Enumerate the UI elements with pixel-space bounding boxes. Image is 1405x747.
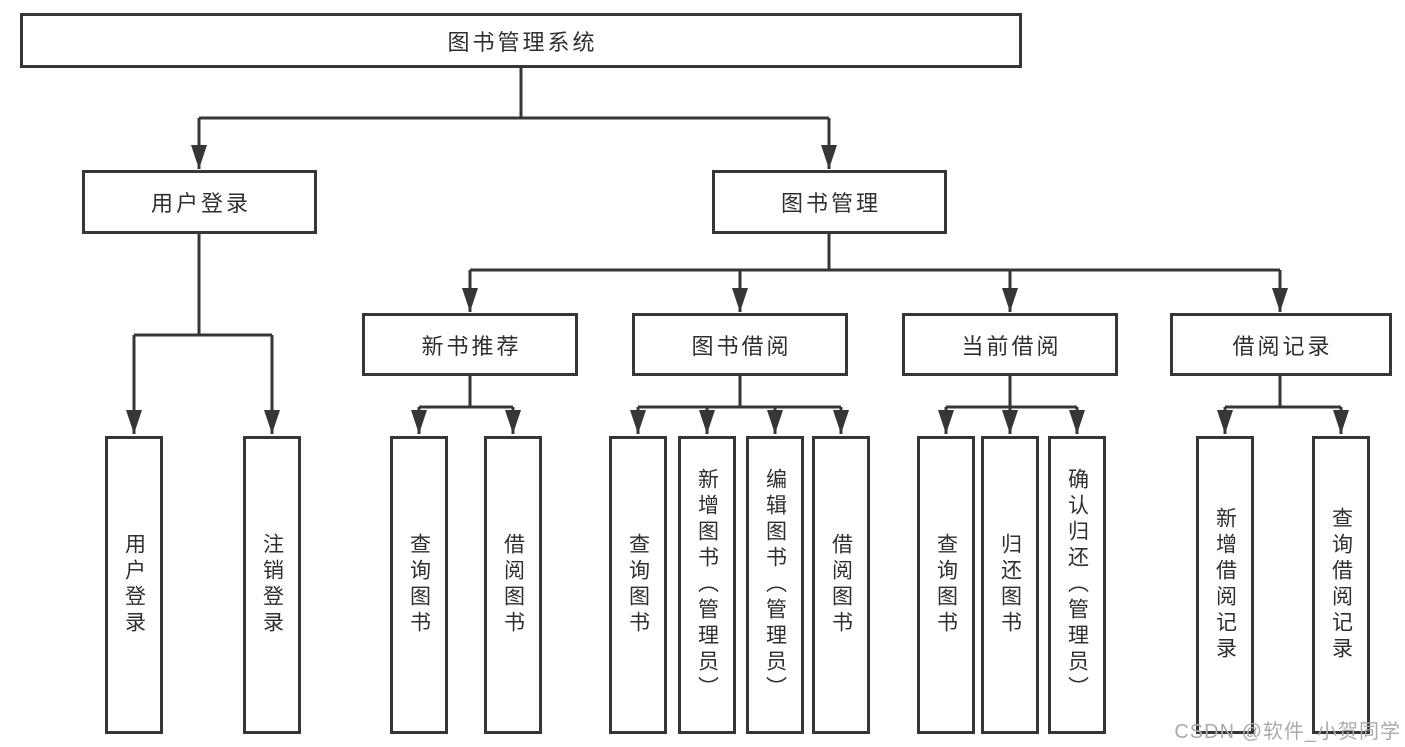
node-new-book-recommendation: 新书推荐	[362, 313, 578, 376]
node-user-login: 用户登录	[82, 170, 317, 234]
node-borrowing-records: 借阅记录	[1170, 313, 1392, 376]
connector-skeleton	[134, 68, 1341, 409]
leaf-query-borrow-record: 查询借阅记录	[1312, 436, 1370, 734]
leaf-user-login: 用户登录	[105, 436, 163, 734]
leaf-borrow-books-borrowing: 借阅图书	[812, 436, 870, 734]
leaf-confirm-return-admin: 确认归还（管理员）	[1048, 436, 1106, 734]
leaf-edit-books-admin: 编辑图书（管理员）	[746, 436, 804, 734]
node-book-management: 图书管理	[712, 170, 947, 234]
watermark: CSDN @软件_小贺同学	[1174, 721, 1401, 743]
node-book-borrowing: 图书借阅	[632, 313, 848, 376]
leaf-return-books: 归还图书	[981, 436, 1039, 734]
connector-arrows	[126, 118, 1349, 434]
node-current-borrowing: 当前借阅	[902, 313, 1118, 376]
node-library-management-system: 图书管理系统	[20, 13, 1022, 68]
leaf-add-books-admin: 新增图书（管理员）	[678, 436, 736, 734]
leaf-borrow-books-recommend: 借阅图书	[484, 436, 542, 734]
leaf-add-borrow-record: 新增借阅记录	[1196, 436, 1254, 734]
leaf-logout: 注销登录	[243, 436, 301, 734]
leaf-query-books-current: 查询图书	[917, 436, 975, 734]
leaf-query-books-borrowing: 查询图书	[609, 436, 667, 734]
leaf-query-books-recommend: 查询图书	[390, 436, 448, 734]
